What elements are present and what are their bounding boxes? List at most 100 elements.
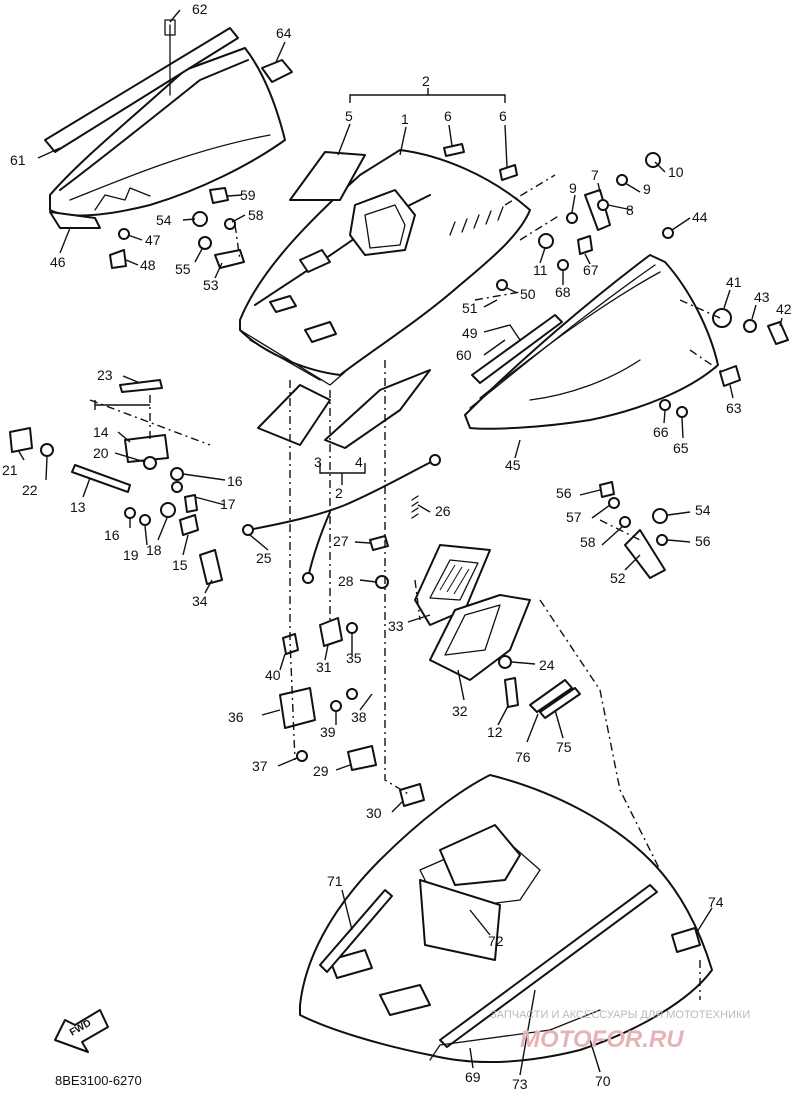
callout: 45 — [505, 457, 521, 473]
callout: 68 — [555, 284, 571, 300]
callout: 2 — [422, 73, 430, 89]
callout: 54 — [156, 212, 172, 228]
callout: 57 — [566, 509, 582, 525]
forward-direction-arrow-icon: FWD — [54, 1009, 109, 1053]
spring-part-26 — [411, 495, 419, 519]
callout: 21 — [2, 462, 18, 478]
callout: 51 — [462, 300, 478, 316]
duct-part-32 — [429, 594, 531, 681]
nut-part-28 — [375, 575, 389, 589]
callout: 53 — [203, 277, 219, 293]
group-brackets — [94, 88, 506, 485]
callout: 28 — [338, 573, 354, 589]
callout: 75 — [556, 739, 572, 755]
callout: 67 — [583, 262, 599, 278]
callout: 52 — [610, 570, 626, 586]
clip-part-27 — [369, 535, 389, 551]
left-hardware-cluster — [9, 379, 223, 585]
callout: 40 — [265, 667, 281, 683]
callout: 41 — [726, 274, 742, 290]
callout: 11 — [533, 262, 548, 278]
callout: 34 — [192, 593, 208, 609]
callout: 38 — [351, 709, 367, 725]
callout: 56 — [556, 485, 572, 501]
callout: 43 — [754, 289, 770, 305]
callout: 19 — [123, 547, 139, 563]
callout: 46 — [50, 254, 66, 270]
callout: 16 — [227, 473, 243, 489]
callout: 66 — [653, 424, 669, 440]
callout: 58 — [580, 534, 596, 550]
panel-part-3 — [257, 384, 331, 446]
leader-lines — [17, 9, 783, 1076]
callout: 14 — [93, 424, 109, 440]
callout: 6 — [444, 108, 452, 124]
callout: 65 — [673, 440, 689, 456]
callout: 17 — [220, 496, 236, 512]
callout: 30 — [366, 805, 382, 821]
callout: 16 — [104, 527, 120, 543]
callout: 13 — [70, 499, 86, 515]
callout: 56 — [695, 533, 711, 549]
callout: 49 — [462, 325, 478, 341]
callout: 6 — [499, 108, 507, 124]
watermark-tagline: ЗАПЧАСТИ И АКСЕССУАРЫ ДЛЯ МОТОТЕХНИКИ — [490, 1009, 750, 1021]
callout: 35 — [346, 650, 362, 666]
callout: 70 — [595, 1073, 611, 1089]
hardware-group-top-right — [496, 152, 674, 291]
callout: 69 — [465, 1069, 481, 1085]
callout: 36 — [228, 709, 244, 725]
hood-part-1 — [239, 149, 531, 386]
bracket-part-46 — [49, 211, 101, 229]
callout: 23 — [97, 367, 113, 383]
callout: 42 — [776, 301, 792, 317]
hardware-right-41-43-42 — [659, 308, 789, 418]
callout: 15 — [172, 557, 188, 573]
callout: 26 — [435, 503, 451, 519]
callout: 33 — [388, 618, 404, 634]
callout: 50 — [520, 286, 536, 302]
callout: 3 — [314, 454, 322, 470]
callout: 55 — [175, 261, 191, 277]
panel-part-5 — [289, 151, 366, 201]
callout: 10 — [668, 164, 684, 180]
callout: 74 — [708, 894, 724, 910]
bracket-part-64 — [261, 59, 293, 83]
callout: 32 — [452, 703, 468, 719]
cable-part-25 — [242, 454, 441, 584]
watermark-brand: MOTOFOR.RU — [520, 1026, 684, 1053]
windshield-part-61 — [44, 19, 286, 217]
callout: 29 — [313, 763, 329, 779]
callout: 9 — [643, 181, 651, 197]
callout: 2 — [335, 485, 343, 501]
callout: 24 — [539, 657, 555, 673]
callout: 37 — [252, 758, 268, 774]
callout: 12 — [487, 724, 503, 740]
callout: 4 — [355, 454, 363, 470]
side-panel-part-45 — [464, 254, 719, 430]
callout: 64 — [276, 25, 292, 41]
callout: 58 — [248, 207, 264, 223]
callout: 27 — [333, 533, 349, 549]
document-code: 8BE3100-6270 — [55, 1073, 142, 1088]
callout: 8 — [626, 202, 634, 218]
clip-part-6a — [443, 143, 465, 157]
callout: 71 — [327, 873, 343, 889]
callout: 44 — [692, 209, 708, 225]
strip-part-60 — [471, 314, 563, 384]
callout: 60 — [456, 347, 472, 363]
callout: 62 — [192, 1, 208, 17]
callout: 59 — [240, 187, 256, 203]
panel-part-4 — [324, 369, 431, 449]
panel-part-72 — [419, 879, 501, 961]
small-parts-24-12-75-76 — [498, 655, 581, 719]
callout: 76 — [515, 749, 531, 765]
callout: 22 — [22, 482, 38, 498]
callout: 72 — [488, 933, 504, 949]
callout: 39 — [320, 724, 336, 740]
lower-hardware-cluster — [279, 617, 425, 807]
callout-labels: 62 64 2 5 1 6 6 61 10 7 9 9 8 59 58 54 4… — [2, 1, 792, 1092]
callout: 25 — [256, 550, 272, 566]
callout: 48 — [140, 257, 156, 273]
